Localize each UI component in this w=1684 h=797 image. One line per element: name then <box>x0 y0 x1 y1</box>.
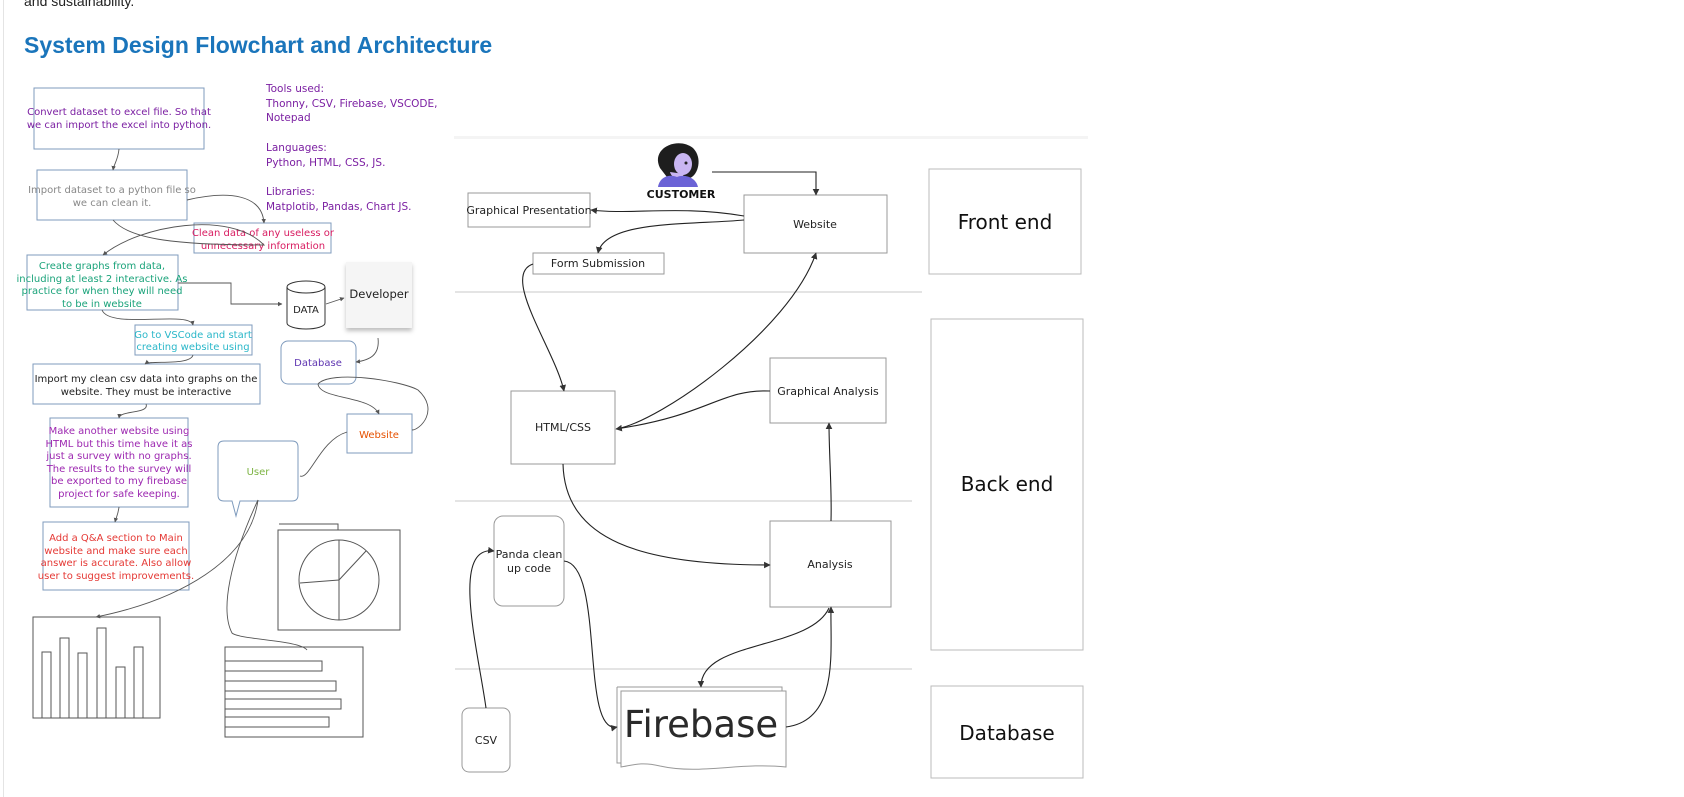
section-heading: System Design Flowchart and Architecture <box>24 32 493 58</box>
left-border <box>3 0 4 797</box>
step-graphs-line-4: to be in website <box>62 299 142 310</box>
step-graphs-line-1: Create graphs from data, <box>39 261 165 272</box>
step-vscode-line-2: creating website using <box>136 342 249 353</box>
top-band <box>454 136 1088 139</box>
analysis-to-graphical-arrow <box>825 422 833 522</box>
website-label: Website <box>793 218 837 231</box>
html-to-website-arrow <box>615 252 818 430</box>
step-graphs-line-2: including at least 2 interactive. As <box>17 274 188 285</box>
tier-frontend-label: Front end <box>958 210 1053 234</box>
step-vscode-line-1: Go to VSCode and start <box>134 330 252 341</box>
step-import-line-2: we can clean it. <box>73 198 152 209</box>
step-survey-line-5: be exported to my firebase <box>51 476 187 487</box>
html-to-analysis-arrow <box>562 463 771 569</box>
step-qa-line-4: user to suggest improvements. <box>38 571 194 582</box>
pie-sketch-icon <box>298 539 380 621</box>
html-css-box <box>510 390 616 465</box>
step-graphs-box <box>26 254 179 311</box>
firebase-box <box>620 690 787 770</box>
panda-line-1: Panda clean <box>496 548 563 561</box>
developer-label: Developer <box>349 287 408 301</box>
panda-to-firebase-arrow <box>563 560 618 732</box>
customer-label: CUSTOMER <box>647 188 716 201</box>
tier-database-box <box>930 685 1084 779</box>
step-graphs-line-3: practice for when they will need <box>22 286 183 297</box>
step-import-csv-box <box>32 363 261 405</box>
data-cylinder-icon <box>286 280 326 330</box>
sketch-flowchart: Convert dataset to excel file. So that w… <box>17 83 438 738</box>
csv-to-panda-arrow <box>469 546 495 709</box>
step-import-line-1: Import dataset to a python file so <box>28 185 196 196</box>
customer-avatar-icon <box>657 143 699 187</box>
graphical-analysis-box <box>769 357 887 424</box>
sketch-website-box <box>346 413 413 454</box>
form-to-html-arrow <box>522 263 566 392</box>
sketch-database-label: Database <box>294 358 342 369</box>
website-to-presentation-arrow <box>590 207 745 217</box>
analysis-to-firebase-arrow <box>697 607 830 688</box>
step-convert-line-1: Convert dataset to excel file. So that <box>27 107 211 118</box>
graphical-analysis-to-html-arrow <box>615 390 771 432</box>
step-survey-line-2: HTML but this time have it as <box>46 439 193 450</box>
step-survey-line-6: project for safe keeping. <box>58 489 180 500</box>
tools-label: Tools used: <box>265 83 324 95</box>
graphical-presentation-box <box>467 192 591 228</box>
step-clean-box <box>193 222 332 254</box>
panda-line-2: up code <box>507 562 551 575</box>
html-css-label: HTML/CSS <box>535 421 591 434</box>
step-clean-line-1: Clean data of any useless or <box>192 228 335 239</box>
libraries-value: Matplotib, Pandas, Chart JS. <box>266 201 411 213</box>
tier-backend-label: Back end <box>961 472 1054 496</box>
data-label: DATA <box>293 305 319 316</box>
step-survey-line-4: The results to the survey will <box>46 464 192 475</box>
tools-line-1: Thonny, CSV, Firebase, VSCODE, <box>265 98 438 110</box>
step-import-csv-line-1: Import my clean csv data into graphs on … <box>35 374 258 385</box>
csv-label: CSV <box>475 734 498 747</box>
analysis-box <box>769 520 892 608</box>
step-survey-box <box>49 417 189 508</box>
step-convert-box <box>33 87 205 150</box>
step-qa-line-1: Add a Q&A section to Main <box>49 533 183 544</box>
step-import-box <box>36 169 188 221</box>
graphical-presentation-label: Graphical Presentation <box>466 204 591 217</box>
customer-to-website-arrow <box>712 171 820 196</box>
website-box <box>743 194 888 254</box>
graphical-analysis-label: Graphical Analysis <box>777 385 879 398</box>
sketch-website-label: Website <box>359 430 399 441</box>
tier-backend-box <box>930 318 1084 651</box>
hbar-sketch-frame <box>224 646 364 738</box>
user-bubble <box>217 440 299 518</box>
step-survey-line-3: just a survey with no graphs. <box>45 451 191 462</box>
step-convert-line-2: we can import the excel into python. <box>27 120 211 131</box>
firebase-to-analysis-arrow <box>785 606 835 728</box>
step-clean-line-2: unnecessary information <box>201 241 325 252</box>
languages-value: Python, HTML, CSS, JS. <box>266 157 385 169</box>
tools-line-2: Notepad <box>266 112 311 124</box>
form-submission-label: Form Submission <box>551 257 645 270</box>
step-vscode-box <box>134 324 253 356</box>
user-label: User <box>247 467 271 478</box>
tier-frontend-box <box>928 168 1082 275</box>
developer-card <box>346 262 412 328</box>
languages-label: Languages: <box>266 142 327 154</box>
analysis-label: Analysis <box>807 558 853 571</box>
firebase-label: Firebase <box>624 703 778 746</box>
tier-database-label: Database <box>959 721 1054 745</box>
architecture-diagram: CUSTOMER Website Graphical Presentation … <box>454 136 1088 779</box>
step-qa-line-2: website and make sure each <box>44 546 187 557</box>
bar-sketch-icon <box>41 627 144 719</box>
step-qa-line-3: answer is accurate. Also allow <box>41 558 192 569</box>
panda-box <box>493 515 565 607</box>
website-to-form-arrow <box>596 219 745 254</box>
hbar-sketch-icon <box>224 660 342 728</box>
libraries-label: Libraries: <box>266 186 315 198</box>
intro-text: and sustainability. <box>24 0 135 9</box>
step-survey-line-1: Make another website using <box>49 426 190 437</box>
step-import-csv-line-2: website. They must be interactive <box>61 387 232 398</box>
